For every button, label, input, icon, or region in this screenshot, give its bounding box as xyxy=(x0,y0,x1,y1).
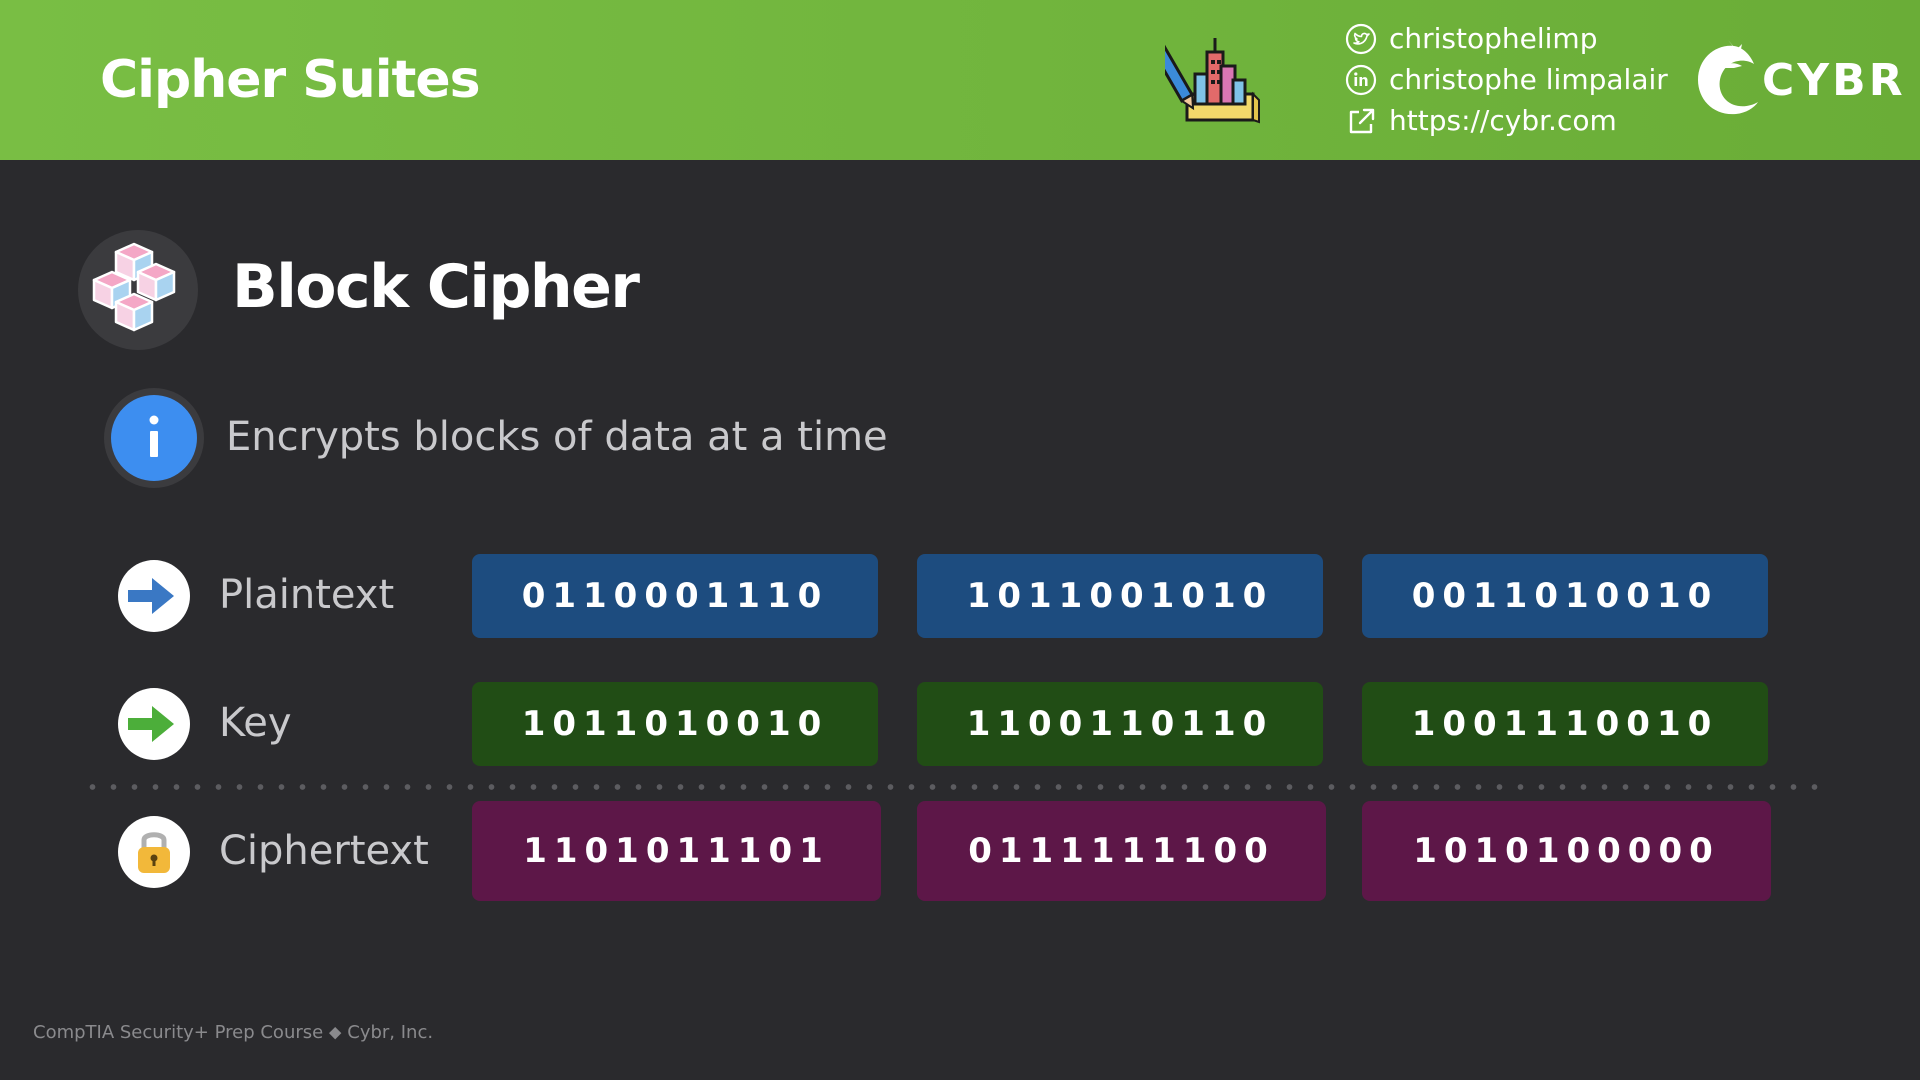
ciphertext-block-1: 1101011101 xyxy=(472,801,881,901)
city-pencil-icon xyxy=(1165,38,1260,124)
header-bar: Cipher Suites christophelimp xyxy=(0,0,1920,160)
plaintext-block-2: 1011001010 xyxy=(917,554,1323,638)
padlock-icon xyxy=(138,832,170,873)
ciphertext-block-2: 0111111100 xyxy=(917,801,1326,901)
info-text: Encrypts blocks of data at a time xyxy=(226,414,888,460)
plaintext-block-3: 0011010010 xyxy=(1362,554,1768,638)
plaintext-row-icon xyxy=(118,560,190,632)
external-link-icon xyxy=(1349,108,1375,133)
key-label: Key xyxy=(219,700,292,746)
eagle-logo-icon xyxy=(1698,40,1758,115)
info-icon-container xyxy=(104,388,204,488)
key-block-1: 1011010010 xyxy=(472,682,878,766)
key-block-2: 1100110110 xyxy=(917,682,1323,766)
social-website[interactable]: https://cybr.com xyxy=(1345,100,1668,141)
block-cipher-icon-container xyxy=(78,230,198,350)
footer-text: CompTIA Security+ Prep Course ⬥ Cybr, In… xyxy=(33,1022,434,1043)
key-block-3: 1001110010 xyxy=(1362,682,1768,766)
cybr-logo: CYBR xyxy=(1690,38,1906,122)
linkedin-name: christophe limpalair xyxy=(1389,63,1668,96)
ciphertext-block-3: 1010100000 xyxy=(1362,801,1771,901)
twitter-icon xyxy=(1345,23,1377,54)
website-url: https://cybr.com xyxy=(1389,104,1617,137)
linkedin-icon xyxy=(1345,64,1377,95)
info-icon xyxy=(111,395,197,481)
key-row-icon xyxy=(118,688,190,760)
ciphertext-row-icon xyxy=(118,816,190,888)
dotted-divider xyxy=(82,783,1818,791)
plaintext-block-1: 0110001110 xyxy=(472,554,878,638)
social-twitter[interactable]: christophelimp xyxy=(1345,18,1668,59)
plaintext-label: Plaintext xyxy=(219,572,395,618)
arrow-right-blue-icon xyxy=(128,578,174,614)
arrow-right-green-icon xyxy=(128,706,174,742)
twitter-handle: christophelimp xyxy=(1389,22,1598,55)
section-title: Block Cipher xyxy=(232,252,640,322)
logo-text: CYBR xyxy=(1762,54,1906,106)
social-links: christophelimp christophe limpalair http… xyxy=(1345,18,1668,141)
page-title: Cipher Suites xyxy=(100,50,481,110)
cubes-icon xyxy=(92,242,176,332)
ciphertext-label: Ciphertext xyxy=(219,828,429,874)
social-linkedin[interactable]: christophe limpalair xyxy=(1345,59,1668,100)
